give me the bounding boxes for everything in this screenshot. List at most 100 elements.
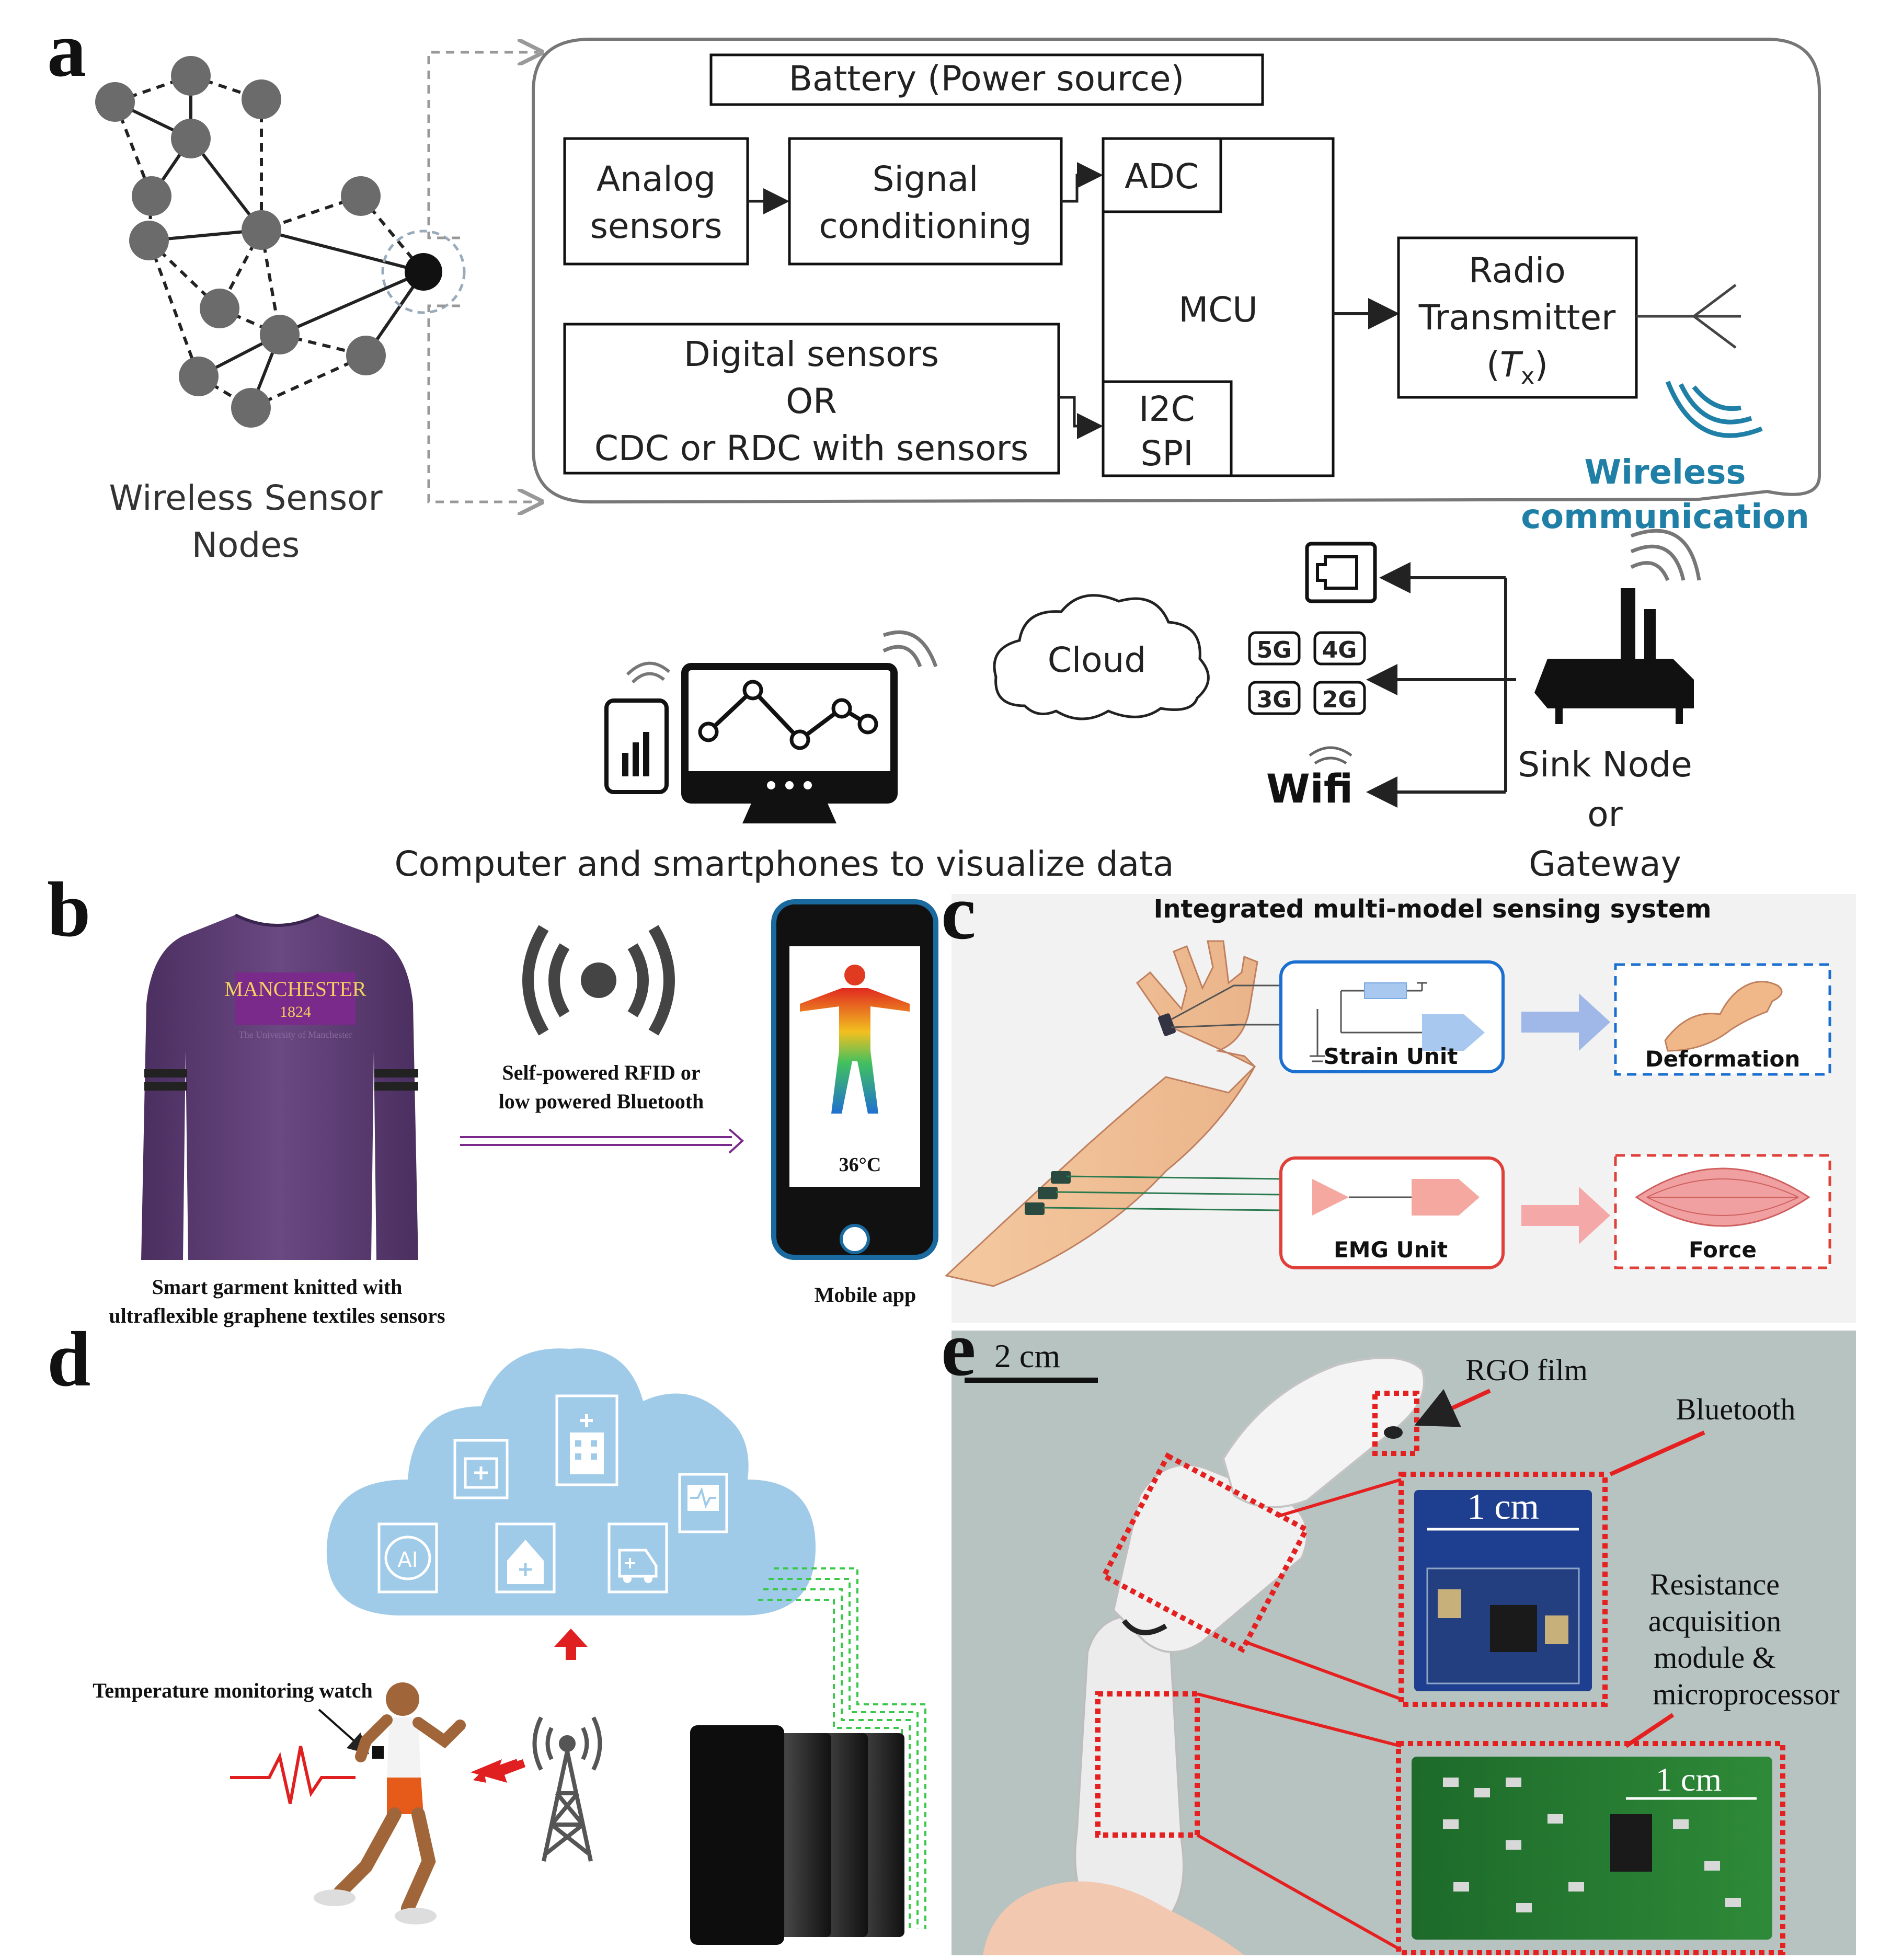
emg-wires (1042, 1175, 1281, 1211)
strain-unit-label: Strain Unit (1324, 1044, 1458, 1069)
signal-label-line2: conditioning (819, 206, 1031, 246)
processor-callout (1095, 1691, 1200, 1838)
mcu-label: MCU (1178, 290, 1257, 330)
panel-label-b: b (47, 866, 90, 953)
watch-pointer-arrow (318, 1709, 369, 1755)
strain-wires (1171, 984, 1281, 1028)
heartbeat-signal (230, 1746, 356, 1804)
computer-monitor-icon (681, 630, 938, 823)
badge-2g: 2G (1322, 686, 1357, 713)
wireless-label-line1: Wireless (1584, 453, 1746, 492)
badge-5g: 5G (1257, 637, 1292, 663)
muscle-icon (1635, 1167, 1810, 1227)
signal-to-adc-arrow (1061, 162, 1103, 203)
module-arrow (1624, 1713, 1675, 1748)
runner-figure (314, 1682, 466, 1924)
smart-garment-shirt: MANCHESTER 1824 The University of Manche… (141, 913, 418, 1260)
home-care-icon (507, 1540, 544, 1584)
monitor-heartbeat-icon (687, 1485, 719, 1511)
callout-lines (1196, 1478, 1402, 1952)
emg-unit-label: EMG Unit (1334, 1237, 1448, 1263)
mobile-app-caption: Mobile app (815, 1283, 916, 1306)
scale-bar-label: 2 cm (994, 1337, 1060, 1374)
sensor-nodes (95, 56, 466, 428)
digital-label-line1: Digital sensors (684, 334, 939, 374)
cell-tower-icon (532, 1716, 602, 1862)
spi-label: SPI (1140, 433, 1193, 474)
signal-label-line1: Signal (873, 159, 979, 199)
server-rack-icon (690, 1725, 904, 1945)
mobile-phone-app: 36°C (771, 899, 938, 1260)
rfid-signal-icon (522, 925, 675, 1036)
i2c-spi-box (1102, 380, 1233, 477)
digital-sensors-box (563, 323, 1060, 475)
panel-label-c: c (941, 869, 976, 956)
ai-label: AI (397, 1548, 418, 1572)
radio-transmitter-box (1397, 236, 1638, 399)
ambulance-icon (618, 1549, 658, 1583)
sink-label-line1: Sink Node (1518, 744, 1692, 785)
digital-label-line3: CDC or RDC with sensors (594, 428, 1028, 468)
medical-bag-icon (464, 1457, 498, 1489)
wireless-signal-icon (1665, 381, 1763, 438)
sensor-node-block (532, 38, 1821, 504)
manchester-logo-subtitle: The University of Manchester (239, 1029, 352, 1040)
link-arrow (460, 1128, 744, 1154)
cloud-label: Cloud (1048, 640, 1147, 680)
manchester-logo-text: MANCHESTER (224, 977, 366, 1001)
ethernet-port-icon (1305, 542, 1377, 603)
bidirectional-arrow (471, 1759, 525, 1783)
wifi-label: Wifi (1266, 765, 1353, 812)
digital-to-i2c-arrow (1059, 396, 1103, 439)
panel-label-d: d (47, 1316, 90, 1403)
antenna-icon (1636, 284, 1741, 349)
panel-e: e 2 cm (941, 1305, 1856, 1955)
analog-sensors-box (563, 137, 749, 266)
link-label-line2: low powered Bluetooth (499, 1090, 704, 1113)
panel-c-title: Integrated multi-model sensing system (1153, 895, 1711, 924)
emg-amplifier-icon (1312, 1179, 1480, 1216)
robotic-finger (983, 1357, 1425, 1955)
rgo-film-label: RGO film (1465, 1353, 1588, 1387)
battery-box (709, 53, 1264, 106)
badge-4g: 4G (1322, 637, 1357, 663)
emg-output-arrow (1521, 1187, 1610, 1244)
badge-3g: 3G (1257, 686, 1292, 713)
module-label-line3: module & (1654, 1641, 1776, 1675)
panel-c: c Integrated multi-model sensing system (941, 869, 1856, 1323)
rgo-film-callout (1372, 1391, 1419, 1456)
wifi-icon (1309, 746, 1352, 765)
panel-b: b MANCHESTER 1824 The University of Manc… (47, 866, 938, 1327)
garment-caption-line1: Smart garment knitted with (152, 1275, 403, 1299)
processor-module-board: 1 cm (1412, 1757, 1772, 1940)
gateway-router-icon (1534, 529, 1701, 724)
radio-label-line2: Transmitter (1418, 297, 1616, 338)
digital-label-line2: OR (786, 381, 837, 421)
panel-label-a: a (47, 6, 86, 93)
bluetooth-label: Bluetooth (1676, 1392, 1796, 1426)
link-label-line1: Self-powered RFID or (502, 1061, 700, 1084)
analog-label-line2: sensors (590, 206, 722, 246)
finger-bend-icon (1664, 981, 1783, 1052)
panel-d: d (47, 1316, 926, 1945)
module-label-line4: microprocessor (1653, 1677, 1840, 1711)
bluetooth-chip-frame (1398, 1472, 1608, 1707)
callout-boxes (1095, 1391, 1785, 1955)
rgo-film-arrow (1414, 1389, 1491, 1427)
adc-label: ADC (1125, 156, 1199, 197)
module-label-line2: acquisition (1648, 1604, 1782, 1638)
chip-scale-label-1: 1 cm (1467, 1487, 1539, 1527)
network-caption-line2: Nodes (192, 525, 300, 565)
panel-a: a (47, 6, 1821, 884)
gateway-links (1366, 562, 1516, 808)
computer-caption: Computer and smartphones to visualize da… (394, 844, 1174, 884)
deformation-label: Deformation (1645, 1046, 1801, 1072)
force-label: Force (1689, 1237, 1757, 1263)
body-heatmap-figure (800, 965, 910, 1114)
smartphone-icon (604, 661, 670, 794)
ai-brain-icon: AI (384, 1535, 431, 1580)
network-caption-line1: Wireless Sensor (109, 478, 383, 518)
battery-label: Battery (Power source) (789, 59, 1184, 99)
